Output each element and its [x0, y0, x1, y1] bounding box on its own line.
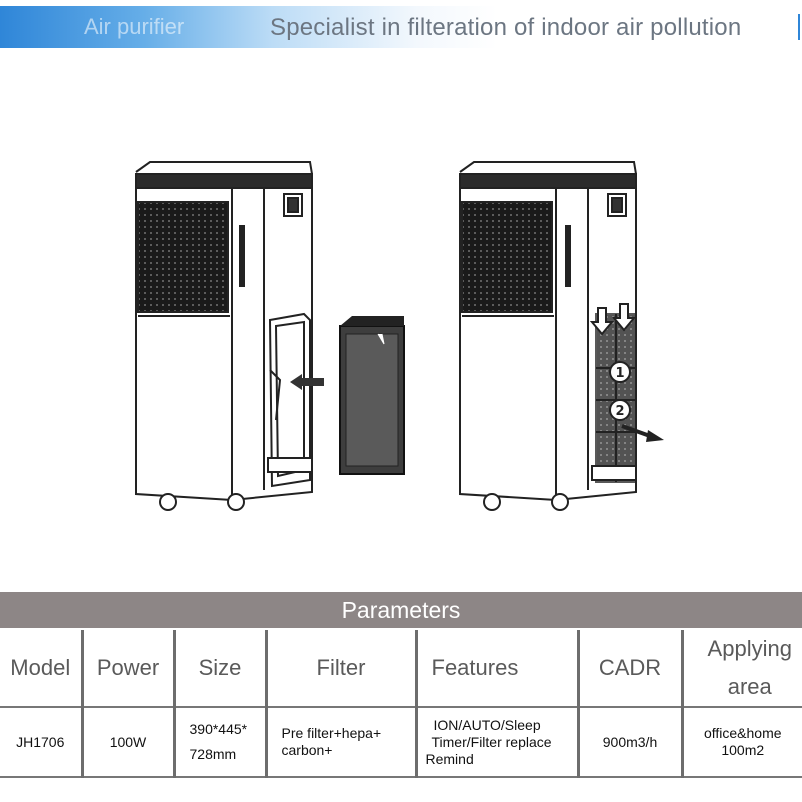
header-banner: Air purifier Specialist in filteration o…: [0, 6, 802, 48]
header-power: Power: [82, 630, 176, 708]
header-filter: Filter: [266, 630, 418, 708]
cell-power: 100W: [82, 707, 176, 778]
cell-filter-line1: Pre filter+hepa+: [281, 725, 382, 741]
cell-features-line1: ION/AUTO/Sleep: [433, 716, 541, 733]
arrow-right-icon: [621, 424, 664, 442]
step-marker-2: 2: [609, 399, 631, 421]
cell-model: JH1706: [0, 707, 84, 778]
cell-size-line1: 390*445*: [189, 721, 248, 737]
cell-area-line1: office&home: [703, 725, 782, 741]
table-header-row: Model Power Size Filter Features CADR Ap…: [0, 630, 802, 708]
cell-size-line2: 728mm: [189, 746, 237, 762]
purifier-unit-right: [459, 161, 637, 511]
arrow-down-icon: [589, 303, 637, 336]
banner-accent-bar: [798, 14, 800, 40]
banner-slogan: Specialist in filteration of indoor air …: [270, 14, 742, 41]
filter-cartridge: [339, 316, 405, 475]
step-marker-1: 1: [609, 361, 631, 383]
arrow-left-icon: [290, 374, 324, 390]
cell-features-line2: Timer/Filter replace: [431, 733, 552, 750]
header-cadr: CADR: [578, 630, 684, 708]
banner-product-name: Air purifier: [84, 14, 185, 39]
cell-area-line2: 100m2: [721, 742, 765, 758]
svg-text:1: 1: [615, 366, 624, 381]
cell-filter: Pre filter+hepa+ carbon+: [266, 707, 418, 778]
filter-replacement-illustration: 1 2: [135, 161, 664, 511]
svg-text:2: 2: [615, 404, 624, 419]
cell-filter-line2: carbon+: [281, 742, 333, 758]
header-model: Model: [0, 630, 84, 708]
header-size: Size: [174, 630, 268, 708]
parameters-table: Model Power Size Filter Features CADR Ap…: [0, 630, 802, 778]
cell-cadr: 900m3/h: [578, 707, 684, 778]
cell-features-line3: Remind: [425, 750, 474, 767]
parameters-header: Parameters: [0, 592, 802, 628]
table-row: JH1706 100W 390*445* 728mm Pre filter+he…: [0, 707, 802, 778]
cell-features: ION/AUTO/Sleep Timer/Filter replace Remi…: [416, 707, 580, 778]
header-applying-area: Applying area: [682, 630, 802, 708]
purifier-unit-left: [135, 161, 313, 511]
header-features: Features: [416, 630, 580, 708]
cell-size: 390*445* 728mm: [174, 707, 268, 778]
cell-applying-area: office&home 100m2: [682, 707, 802, 778]
